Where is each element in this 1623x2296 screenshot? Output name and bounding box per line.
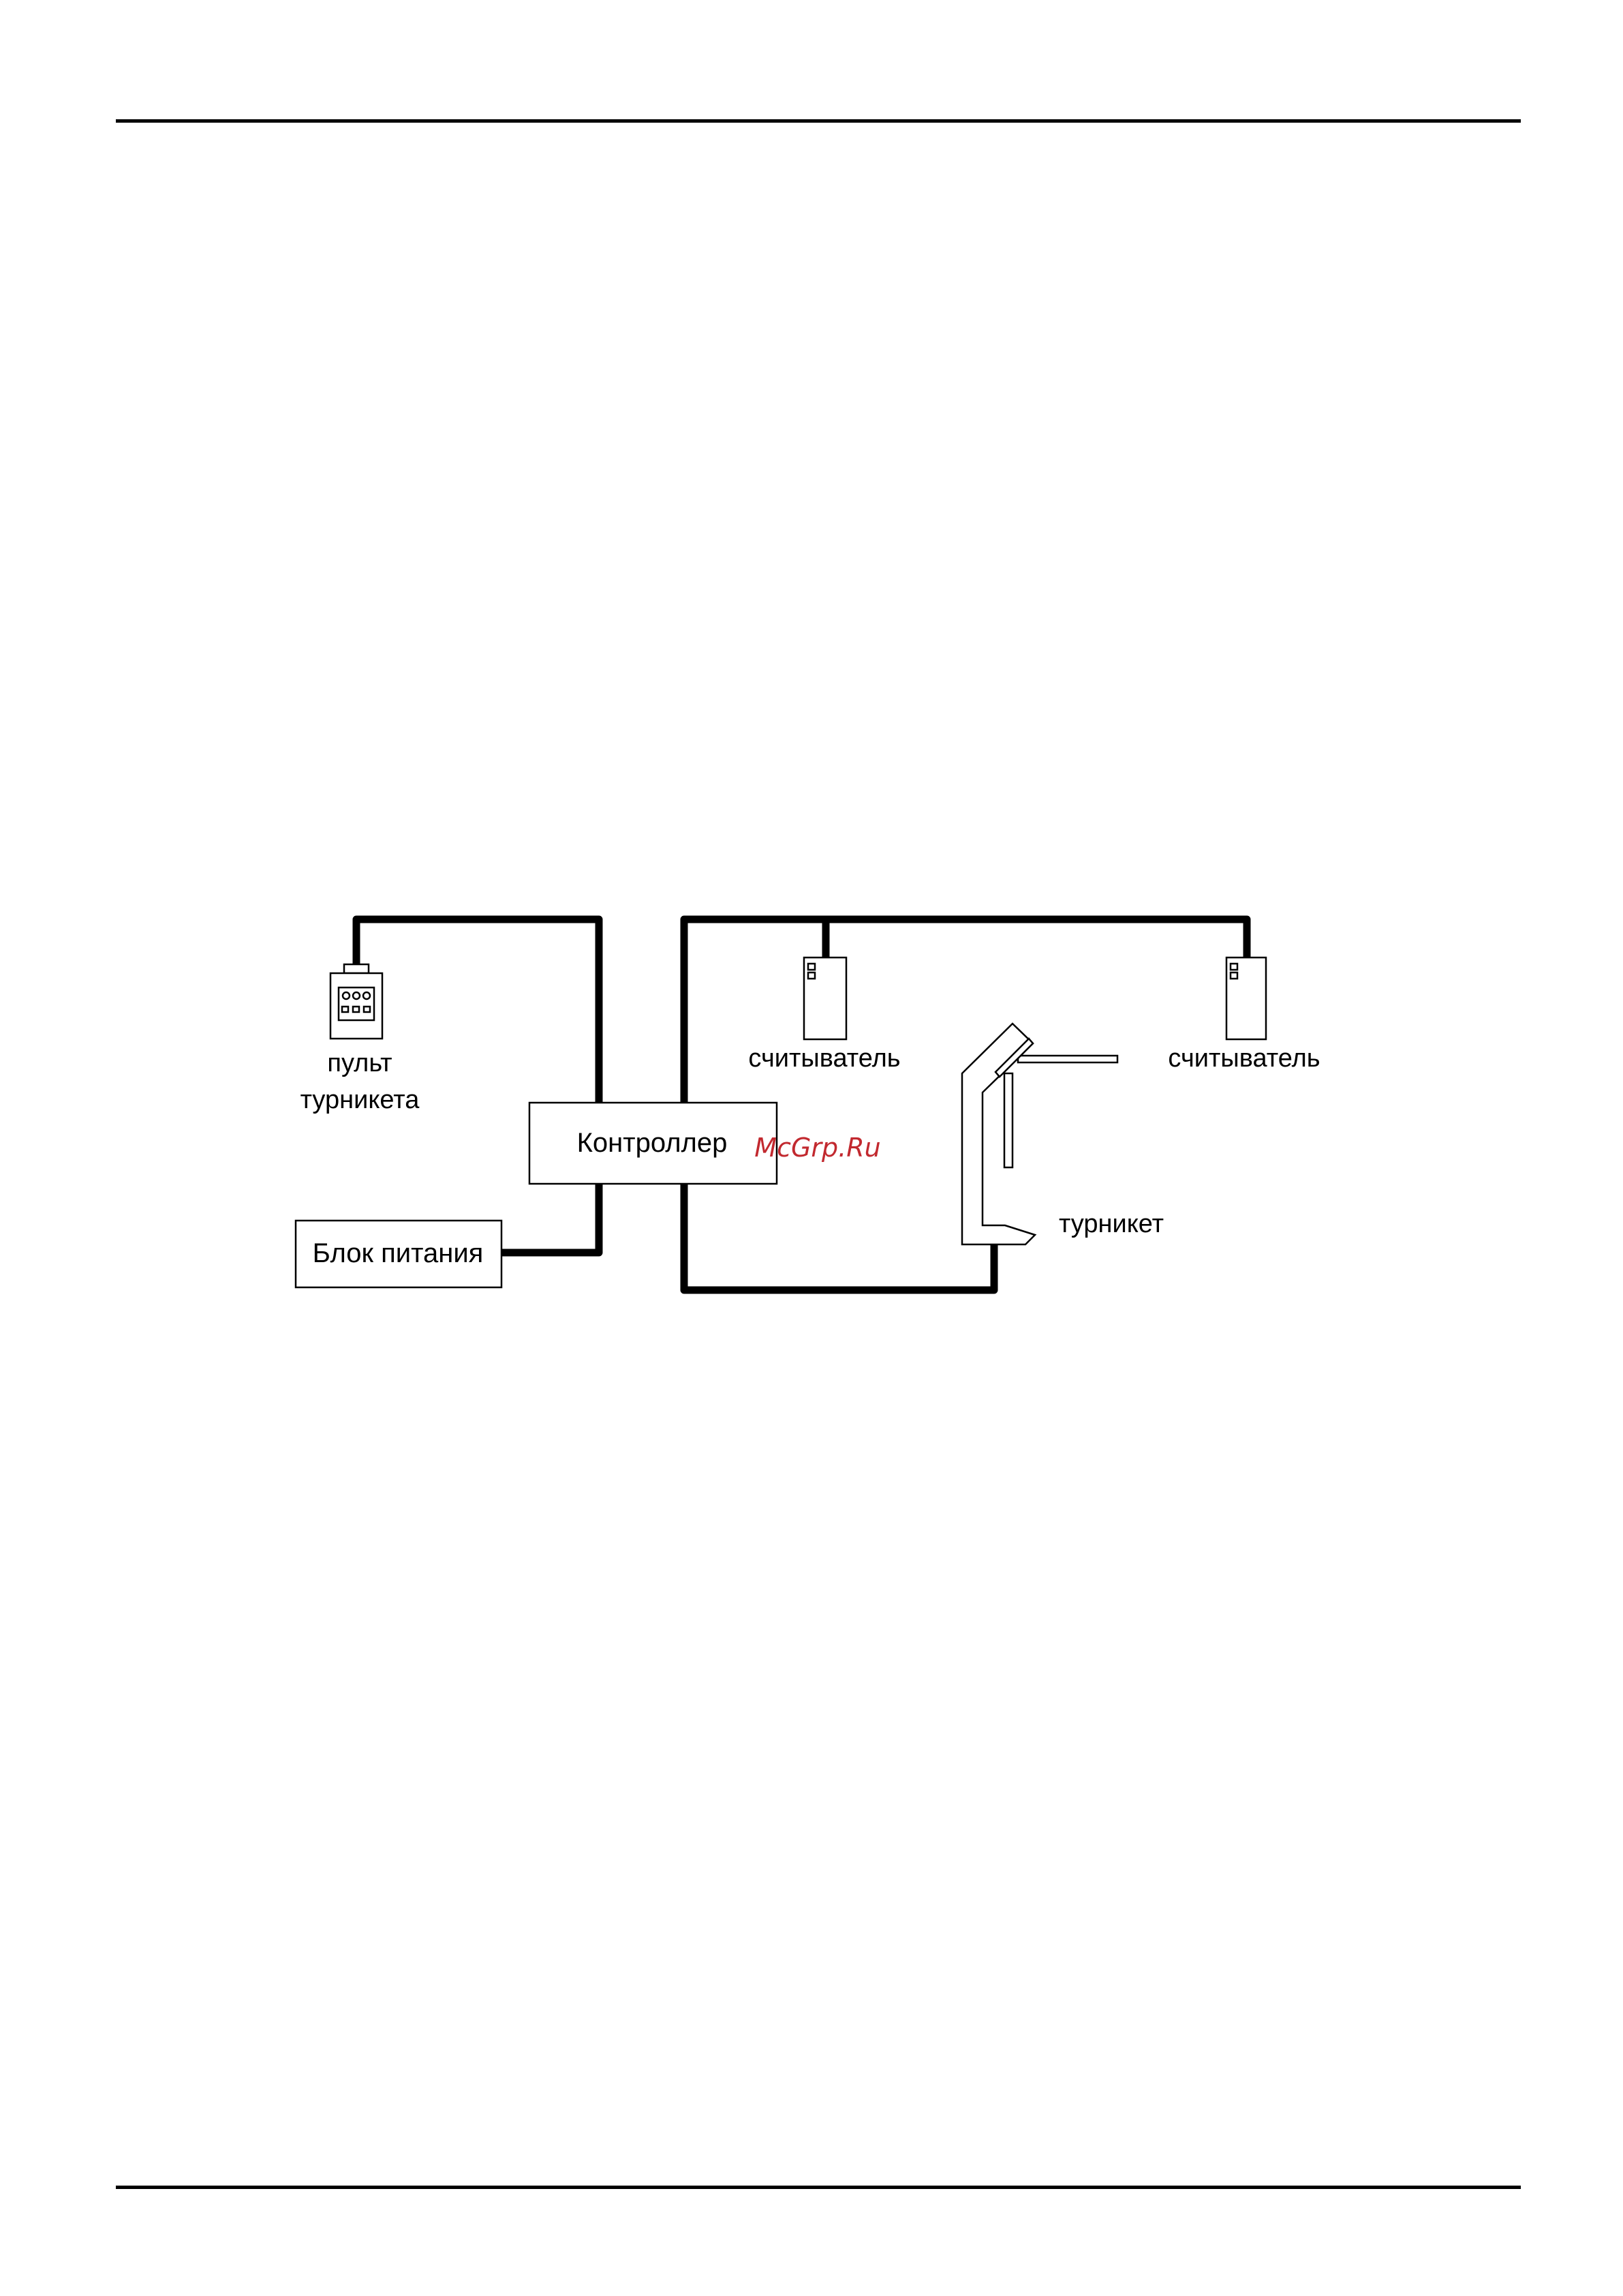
reader-left-label: считыватель <box>748 1044 900 1073</box>
turnstile-remote-icon <box>330 964 382 1039</box>
remote-label-line1: пульт <box>327 1049 392 1077</box>
card-reader-icon <box>1226 958 1266 1039</box>
remote-cable <box>356 919 599 1101</box>
watermark: McGrp.Ru <box>754 1133 880 1163</box>
controller-label: Контроллер <box>577 1128 728 1158</box>
power-supply-label: Блок питания <box>313 1238 484 1268</box>
power-cable <box>501 1186 599 1253</box>
turnstile-cable <box>684 1186 994 1290</box>
remote-label-line2: турникета <box>300 1086 420 1114</box>
card-reader-icon <box>804 958 846 1039</box>
bottom-rule <box>116 2186 1521 2189</box>
turnstile-label: турникет <box>1059 1210 1164 1238</box>
reader-right-label: считыватель <box>1168 1044 1320 1073</box>
